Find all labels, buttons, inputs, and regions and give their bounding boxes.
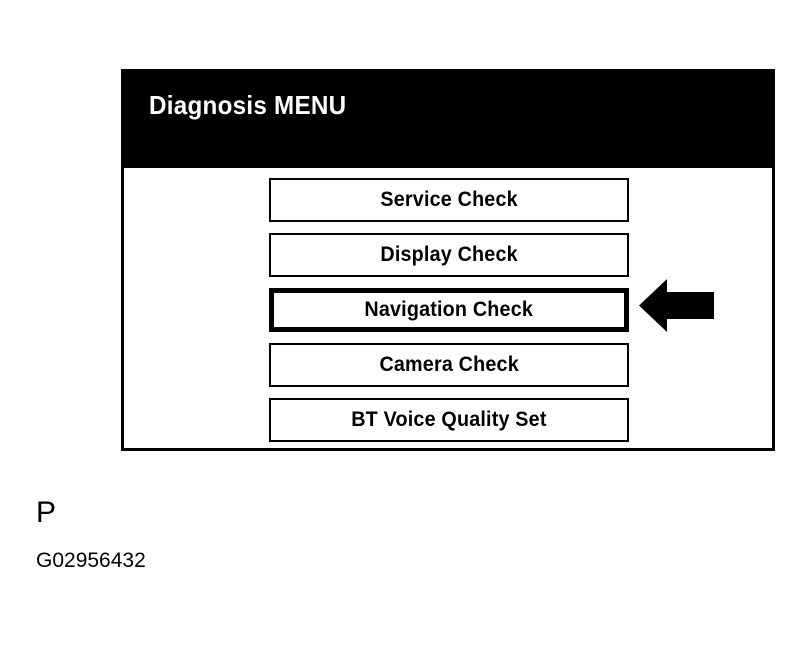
diagnosis-menu-panel: Diagnosis MENU Service Check Display Che… <box>121 69 775 451</box>
menu-item-display-check[interactable]: Display Check <box>269 233 629 277</box>
menu-item-label: Camera Check <box>379 353 519 376</box>
menu-list: Service Check Display Check Navigation C… <box>269 178 631 453</box>
menu-item-camera-check[interactable]: Camera Check <box>269 343 629 387</box>
title-bar: Diagnosis MENU <box>124 72 772 168</box>
left-arrow-icon <box>639 279 714 332</box>
caption-code: G02956432 <box>36 549 146 572</box>
menu-item-service-check[interactable]: Service Check <box>269 178 629 222</box>
menu-item-label: BT Voice Quality Set <box>351 408 547 431</box>
menu-item-label: Navigation Check <box>364 298 534 321</box>
page-title: Diagnosis MENU <box>149 90 347 120</box>
caption-letter: P <box>36 496 57 529</box>
menu-item-label: Service Check <box>380 188 518 211</box>
menu-item-navigation-check[interactable]: Navigation Check <box>269 288 629 332</box>
menu-item-bt-voice-quality-set[interactable]: BT Voice Quality Set <box>269 398 629 442</box>
menu-item-label: Display Check <box>380 243 518 266</box>
figure-caption: P G02956432 <box>36 496 146 572</box>
